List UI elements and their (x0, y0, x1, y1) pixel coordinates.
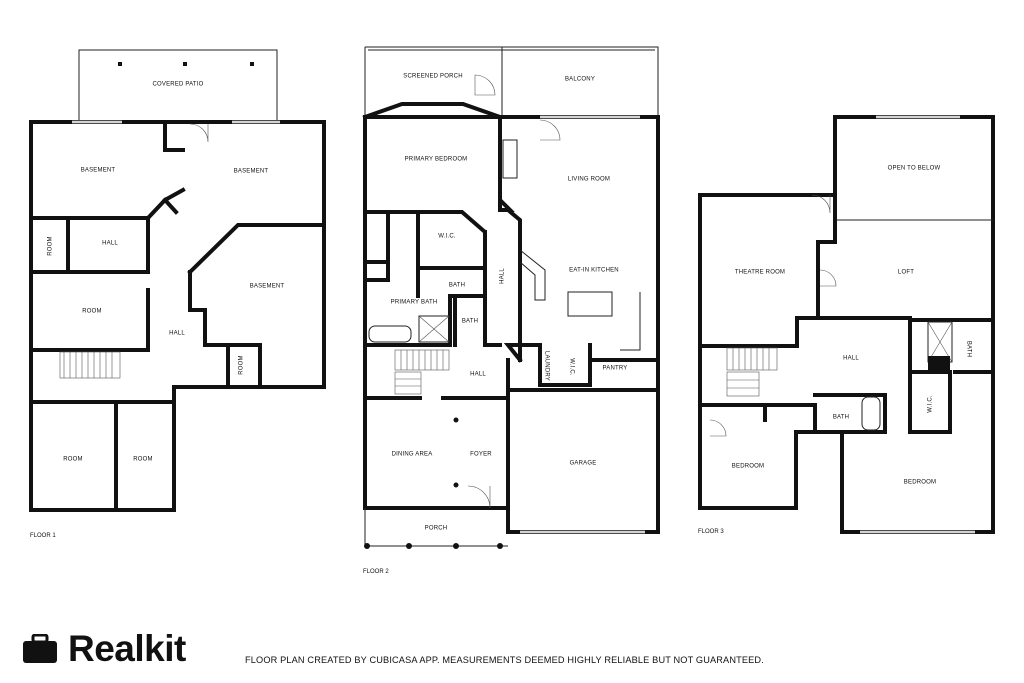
room-label-garage: GARAGE (570, 461, 597, 467)
floor-1-label: FLOOR 1 (30, 533, 56, 539)
room-label-bath: BATH (449, 283, 465, 289)
disclaimer-text: FLOOR PLAN CREATED BY CUBICASA APP. MEAS… (245, 655, 764, 665)
door-swing (819, 269, 837, 287)
room-label-porch: PORCH (425, 526, 448, 532)
door-swing (709, 419, 727, 437)
room-label-balcony: BALCONY (565, 77, 595, 83)
room-label-pantry: PANTRY (603, 366, 628, 372)
floor-3-plan: OPEN TO BELOW THEATRE ROOM LOFT HALL BAT… (698, 115, 995, 535)
floor-3-label: FLOOR 3 (698, 529, 724, 535)
patio-post (183, 62, 187, 66)
room-label-bath: BATH (965, 341, 971, 357)
floor-1-stairs (59, 351, 121, 379)
briefcase-icon (23, 634, 57, 663)
balcony-outline (365, 46, 659, 117)
bathtub (368, 325, 412, 343)
room-label-basement: BASEMENT (250, 284, 285, 290)
room-label-hall: HALL (843, 356, 859, 362)
room-label-hall: HALL (470, 372, 486, 378)
room-label-loft: LOFT (898, 270, 914, 276)
room-label-theatre-room: THEATRE ROOM (735, 270, 785, 276)
room-label-basement: BASEMENT (81, 168, 116, 174)
floor-1-outer-wall (29, 120, 326, 512)
room-label-bath: BATH (462, 319, 478, 325)
room-label-primary-bath: PRIMARY BATH (391, 300, 438, 306)
room-label-hall: HALL (102, 241, 118, 247)
door-swing (811, 194, 831, 214)
room-label-room: ROOM (48, 236, 54, 255)
floor-3-stairs (726, 347, 778, 397)
floor-2-plan: SCREENED PORCH BALCONY PRIMARY BEDROOM L… (362, 46, 660, 575)
fireplace (502, 139, 518, 179)
room-label-room: ROOM (239, 355, 245, 374)
room-label-open-to-below: OPEN TO BELOW (888, 166, 941, 172)
floor-2-label: FLOOR 2 (363, 569, 389, 575)
room-label-primary-bedroom: PRIMARY BEDROOM (405, 157, 468, 163)
room-label-wic: W.I.C. (438, 234, 456, 240)
room-label-foyer: FOYER (470, 452, 492, 458)
bathtub (861, 396, 881, 431)
room-label-laundry: LAUNDRY (543, 351, 549, 381)
room-label-hall: HALL (169, 331, 185, 337)
room-label-hall: HALL (500, 268, 506, 284)
brand-name: Realkit (68, 628, 186, 669)
room-label-room: ROOM (133, 457, 152, 463)
room-label-bath: BATH (833, 415, 849, 421)
room-label-wic: W.I.C. (568, 358, 574, 376)
room-label-screened-porch: SCREENED PORCH (403, 74, 462, 80)
patio-post (250, 62, 254, 66)
kitchen-island (567, 291, 613, 317)
door-swing (467, 485, 491, 509)
room-label-bedroom: BEDROOM (732, 464, 764, 470)
door-swing (189, 123, 209, 143)
floor-2-stairs (394, 349, 450, 395)
room-label-basement: BASEMENT (234, 169, 269, 175)
room-label-eat-in-kitchen: EAT-IN KITCHEN (569, 268, 619, 274)
room-label-covered-patio: COVERED PATIO (152, 82, 203, 88)
room-label-room: ROOM (63, 457, 82, 463)
patio-post (118, 62, 122, 66)
room-label-dining-area: DINING AREA (392, 452, 433, 458)
floor-3-outer-wall (698, 115, 995, 534)
door-swing (474, 74, 496, 96)
door-swing (539, 119, 561, 141)
brand-logo: Realkit (22, 628, 186, 670)
room-label-wic: W.I.C. (928, 395, 934, 413)
floor-1-plan: COVERED PATIO BASEMENT BASEMENT BASEMENT… (29, 49, 326, 539)
room-label-living-room: LIVING ROOM (568, 177, 610, 183)
room-label-bedroom: BEDROOM (904, 480, 936, 486)
room-label-room: ROOM (82, 309, 101, 315)
shower (418, 315, 450, 343)
